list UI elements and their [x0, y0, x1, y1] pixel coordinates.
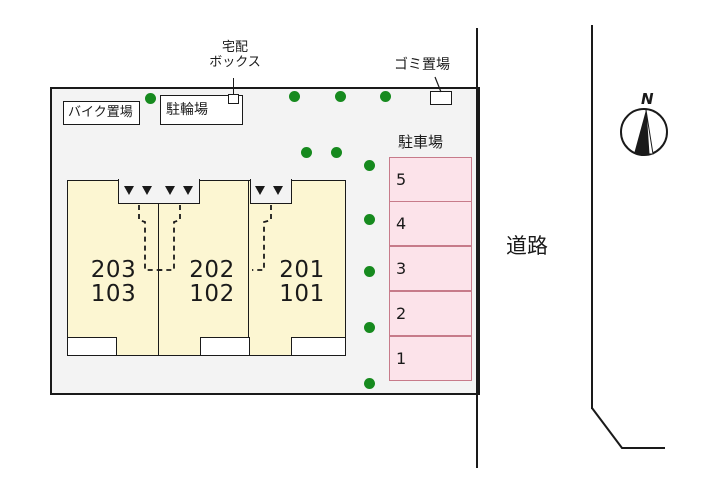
bicycle-parking-label: 駐輪場	[166, 102, 208, 118]
unit-number-lower: 103	[90, 281, 137, 307]
road-label: 道路	[506, 234, 548, 258]
road-left-edge	[476, 28, 478, 468]
garbage-label: ゴミ置場	[394, 57, 450, 73]
parking-slot-5: 5	[389, 157, 472, 202]
garbage-leader	[434, 76, 442, 93]
tree-icon	[145, 93, 156, 104]
unit-number-lower: 101	[279, 281, 325, 307]
stair-paths	[138, 205, 272, 271]
tree-icon	[301, 147, 312, 158]
unit-201-101	[248, 180, 346, 356]
tree-icon	[364, 214, 375, 225]
road-right-edge	[591, 25, 593, 409]
balcony	[67, 337, 117, 356]
delivery-box-caption: 宅配 ボックス	[203, 40, 267, 70]
entrance-triangle-icon	[142, 186, 152, 195]
delivery-box-caption-line2: ボックス	[209, 55, 261, 70]
tree-icon	[335, 91, 346, 102]
parking-slot-3: 3	[389, 246, 472, 291]
entrance-triangle-icon	[273, 186, 283, 195]
entrance-triangle-icon	[165, 186, 175, 195]
north-label: N	[641, 90, 654, 108]
parking-area: 5 4 3 2 1	[389, 157, 472, 382]
tree-icon	[380, 91, 391, 102]
tree-icon	[289, 91, 300, 102]
unit-number-lower: 102	[189, 281, 235, 307]
parking-slot-4: 4	[389, 201, 472, 246]
bike-parking-label: バイク置場	[63, 101, 140, 125]
delivery-box	[228, 94, 239, 104]
tree-icon	[364, 266, 375, 277]
unit-number-upper: 202	[189, 257, 235, 283]
entrance-triangle-icon	[183, 186, 193, 195]
unit-number-upper: 201	[279, 257, 325, 283]
tree-icon	[364, 322, 375, 333]
delivery-box-leader	[233, 78, 234, 94]
tree-icon	[331, 147, 342, 158]
entrance-triangle-icon	[124, 186, 134, 195]
compass-north-icon: N	[619, 92, 669, 162]
unit-number-upper: 203	[90, 257, 137, 283]
parking-label: 駐車場	[398, 133, 444, 151]
tree-icon	[364, 160, 375, 171]
parking-slot-2: 2	[389, 291, 472, 336]
tree-icon	[364, 378, 375, 389]
balcony	[200, 337, 250, 356]
parking-slot-1: 1	[389, 336, 472, 381]
balcony	[291, 337, 346, 356]
delivery-box-caption-line1: 宅配	[221, 40, 248, 55]
road-corner	[591, 407, 665, 449]
entrance-triangle-icon	[255, 186, 265, 195]
